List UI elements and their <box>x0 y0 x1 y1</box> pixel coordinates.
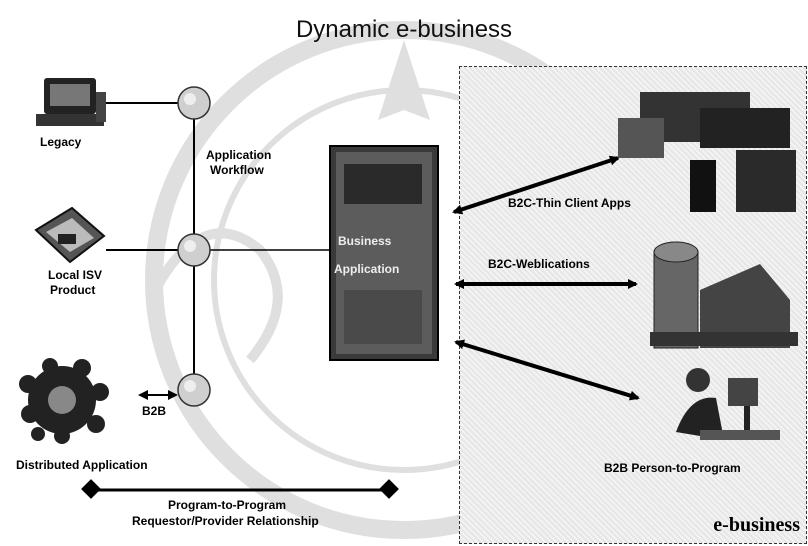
legacy-computer-icon <box>36 78 106 126</box>
distributed-application-label: Distributed Application <box>16 458 148 472</box>
thin-client-devices-icon <box>618 92 796 212</box>
person-at-computer-icon <box>676 368 780 440</box>
relationship-diamond-left <box>81 479 101 499</box>
legacy-label: Legacy <box>40 135 82 149</box>
relationship-diamond-right <box>379 479 399 499</box>
application-workflow-label-line2: Workflow <box>210 163 264 177</box>
application-workflow-label-line1: Application <box>206 148 272 162</box>
business-application-server-icon <box>329 145 439 361</box>
local-isv-label-line1: Local ISV <box>48 268 103 282</box>
business-application-label-line2: Application <box>334 262 400 276</box>
thin-client-arrow <box>452 155 620 215</box>
relationship-label-line1: Program-to-Program <box>168 498 287 512</box>
weblications-tower-icon <box>650 241 798 349</box>
person-to-program-label: B2B Person-to-Program <box>604 461 741 475</box>
distributed-cluster-icon <box>19 358 109 444</box>
b2b-label: B2B <box>142 404 167 418</box>
relationship-label-line2: Requestor/Provider Relationship <box>132 514 319 528</box>
weblications-label: B2C-Weblications <box>488 257 590 271</box>
isv-product-icon <box>34 206 106 264</box>
e-business-label: e-business <box>713 514 800 536</box>
workflow-hub-middle-icon <box>177 233 211 267</box>
local-isv-label-line2: Product <box>50 283 96 297</box>
thin-client-apps-label: B2C-Thin Client Apps <box>508 196 631 210</box>
workflow-hub-top-icon <box>177 86 211 120</box>
diagram-title: Dynamic e-business <box>295 16 513 43</box>
person-to-program-arrow <box>454 339 640 401</box>
workflow-hub-bottom-icon <box>177 373 211 407</box>
business-application-label-line1: Business <box>338 234 392 248</box>
